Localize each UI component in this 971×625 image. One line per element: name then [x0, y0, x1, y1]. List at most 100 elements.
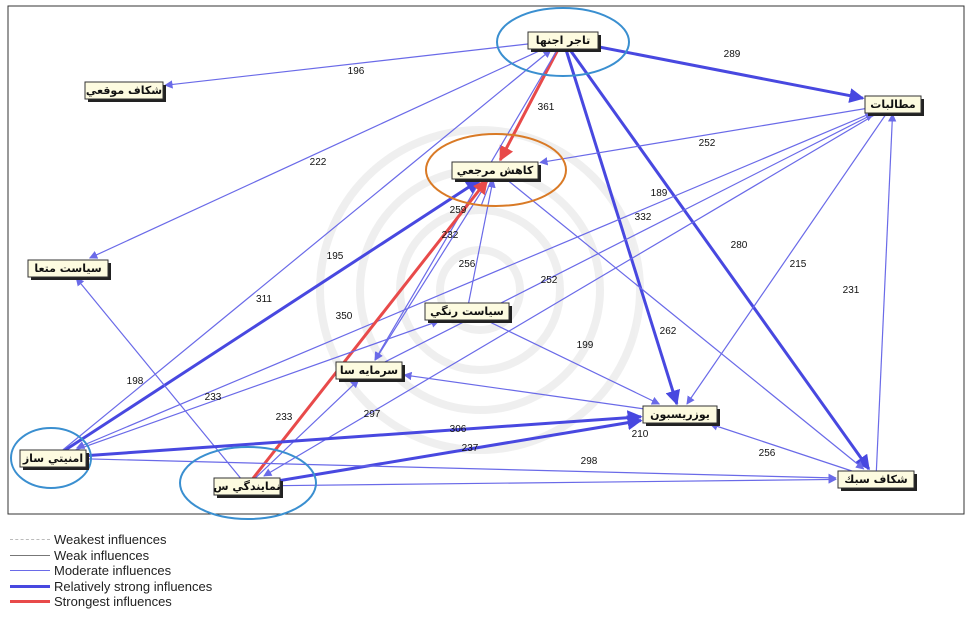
edge-label-siasat_rangi-to-kahesh: 256 — [459, 259, 476, 270]
edge-label-namayandegi-to-yazriabun: 237 — [462, 443, 479, 454]
edge-namayandegi-to-yazriabun — [246, 415, 643, 488]
edge-yazriabun-to-sarmaye — [403, 371, 681, 415]
node-shokaf-sabk: شكاف سبك — [837, 470, 917, 491]
legend-swatch-moderate — [10, 570, 50, 572]
highlight-ellipse-emniatsaz — [10, 427, 92, 489]
node-kahesh: كاهش مرجعي — [451, 161, 541, 182]
edge-emniatsaz-to-kahesh — [52, 178, 481, 460]
legend-label-moderate: Moderate influences — [54, 563, 172, 579]
edge-shokaf_sabk-to-yazriabun — [709, 422, 877, 480]
node-label: شكاف سبك — [844, 473, 908, 486]
diagram-frame — [7, 5, 965, 515]
edge-label-tajer-to-motalebat: 289 — [724, 49, 741, 60]
node-box — [424, 302, 510, 321]
edge-label-namayandegi-to-kahesh: 350 — [336, 311, 353, 322]
edge-label-motalebat-to-emniatsaz: 332 — [635, 212, 652, 223]
edge-tajer-to-shokaf_sabk — [561, 39, 871, 471]
edges-layer — [52, 38, 897, 488]
edge-label-shokaf_sabk-to-yazriabun: 256 — [759, 448, 776, 459]
edge-namayandegi-to-kahesh — [245, 178, 489, 487]
node-label: شكاف موقعي — [86, 84, 162, 97]
node-siasat-mota: سياست متعا — [27, 259, 111, 280]
node-box — [27, 259, 109, 278]
edge-label-tajer-to-siasat_mota: 222 — [310, 157, 327, 168]
edge-tajer-to-motalebat — [562, 38, 865, 103]
edge-shokaf_sabk-to-motalebat — [875, 113, 897, 480]
edge-label-kahesh-to-shokaf_sabk: 262 — [660, 326, 677, 337]
node-tajer: تاجر اجنها — [527, 31, 601, 52]
highlight-ellipse-namayandegi — [179, 446, 317, 520]
nodes-layer: تاجر اجنها مطالبات شكاف موقعي كاهش مرجعي سيا… — [19, 31, 924, 498]
node-box — [837, 470, 915, 489]
edge-label-kahesh-to-kahesh_in: 259 — [450, 205, 467, 216]
legend: Weakest influences Weak influences Moder… — [10, 532, 212, 610]
node-shokaf-moghei: شكاف موقعي — [84, 81, 166, 102]
edge-labels-layer: 1962893612221892802523322152522312622322… — [127, 49, 860, 467]
edge-tajer-to-sarmaye — [374, 39, 564, 361]
edge-label-yazriabun-to-sarmaye: 210 — [632, 429, 649, 440]
node-motalebat: مطالبات — [864, 95, 924, 116]
legend-label-weak: Weak influences — [54, 547, 150, 563]
edge-emniatsaz-to-tajer — [52, 49, 552, 459]
edge-motalebat-to-namayandegi — [263, 103, 894, 477]
edge-siasat_rangi-to-kahesh — [466, 179, 496, 312]
node-box — [864, 95, 922, 114]
node-box — [84, 81, 164, 100]
edge-tajer-to-kahesh — [498, 39, 565, 162]
node-label: امنيتي ساز — [22, 452, 83, 465]
node-label: سرمايه سا — [340, 364, 398, 377]
edge-tajer-to-yazriabun — [561, 39, 680, 406]
node-box — [213, 477, 281, 496]
legend-row-weakest: Weakest influences — [10, 532, 212, 548]
edge-label-emniatsaz-to-tajer: 195 — [327, 251, 344, 262]
edge-motalebat-to-emniatsaz — [75, 103, 894, 449]
node-label: نمايندگي س — [213, 480, 280, 493]
edge-label-namayandegi-to-siasat_mota: 198 — [127, 376, 144, 387]
edge-tajer-to-shokaf_moghei — [164, 39, 564, 89]
node-label: سياست رنگي — [430, 305, 504, 318]
edge-emniatsaz-to-siasat_rangi — [52, 319, 440, 459]
legend-row-strongest: Strongest influences — [10, 594, 212, 610]
node-box — [451, 161, 539, 180]
node-label: يوزريسبون — [650, 408, 710, 421]
legend-swatch-strong — [10, 584, 50, 588]
edge-label-tajer-to-shokaf_moghei: 196 — [348, 66, 365, 77]
node-emniatsaz: امنيتي ساز — [19, 449, 89, 470]
node-box — [19, 449, 87, 468]
edge-label-namayandegi-to-sarmaye: 233 — [276, 412, 293, 423]
edge-label-tajer-to-kahesh: 361 — [538, 102, 555, 113]
edge-label-motalebat-to-kahesh: 252 — [699, 138, 716, 149]
edge-siasat_rangi-to-yazriabun — [466, 310, 661, 405]
edge-label-emniatsaz-to-siasat_rangi: 233 — [205, 392, 222, 403]
legend-swatch-weakest — [10, 539, 50, 541]
node-namayandegi: نمايندگي س — [213, 477, 283, 498]
edge-kahesh-to-sarmaye — [374, 169, 496, 361]
edge-label-tajer-to-shokaf_sabk: 280 — [731, 240, 748, 251]
legend-row-strong: Relatively strong influences — [10, 579, 212, 595]
legend-row-weak: Weak influences — [10, 548, 212, 564]
node-yazriabun: يوزريسبون — [642, 405, 720, 426]
legend-label-strong: Relatively strong influences — [54, 578, 213, 594]
node-label: تاجر اجنها — [536, 34, 590, 47]
edge-namayandegi-to-shokaf_sabk — [246, 475, 837, 487]
node-label: كاهش مرجعي — [457, 164, 534, 177]
node-box — [335, 361, 403, 380]
edge-label-namayandegi-to-shokaf_sabk: 298 — [581, 456, 598, 467]
node-label: سياست متعا — [34, 262, 101, 275]
legend-row-moderate: Moderate influences — [10, 563, 212, 579]
legend-swatch-weak — [10, 554, 50, 556]
edge-label-motalebat-to-namayandegi: 252 — [541, 275, 558, 286]
edge-label-tajer-to-yazriabun: 189 — [651, 188, 668, 199]
edge-label-shokaf_sabk-to-motalebat: 231 — [843, 285, 860, 296]
legend-label-weakest: Weakest influences — [54, 532, 167, 548]
edge-label-siasat_rangi-to-yazriabun: 199 — [577, 340, 594, 351]
edge-label-kahesh-to-sarmaye: 232 — [442, 230, 459, 241]
edge-label-emniatsaz-to-yazriabun: 306 — [450, 424, 467, 435]
edge-label-emniatsaz-to-kahesh: 311 — [256, 294, 272, 305]
node-box — [527, 31, 599, 50]
edge-motalebat-to-kahesh — [539, 103, 894, 166]
node-label: مطالبات — [870, 98, 915, 111]
highlight-ellipse-tajer — [496, 7, 630, 77]
edge-emniatsaz-to-shokaf_sabk — [52, 457, 837, 482]
